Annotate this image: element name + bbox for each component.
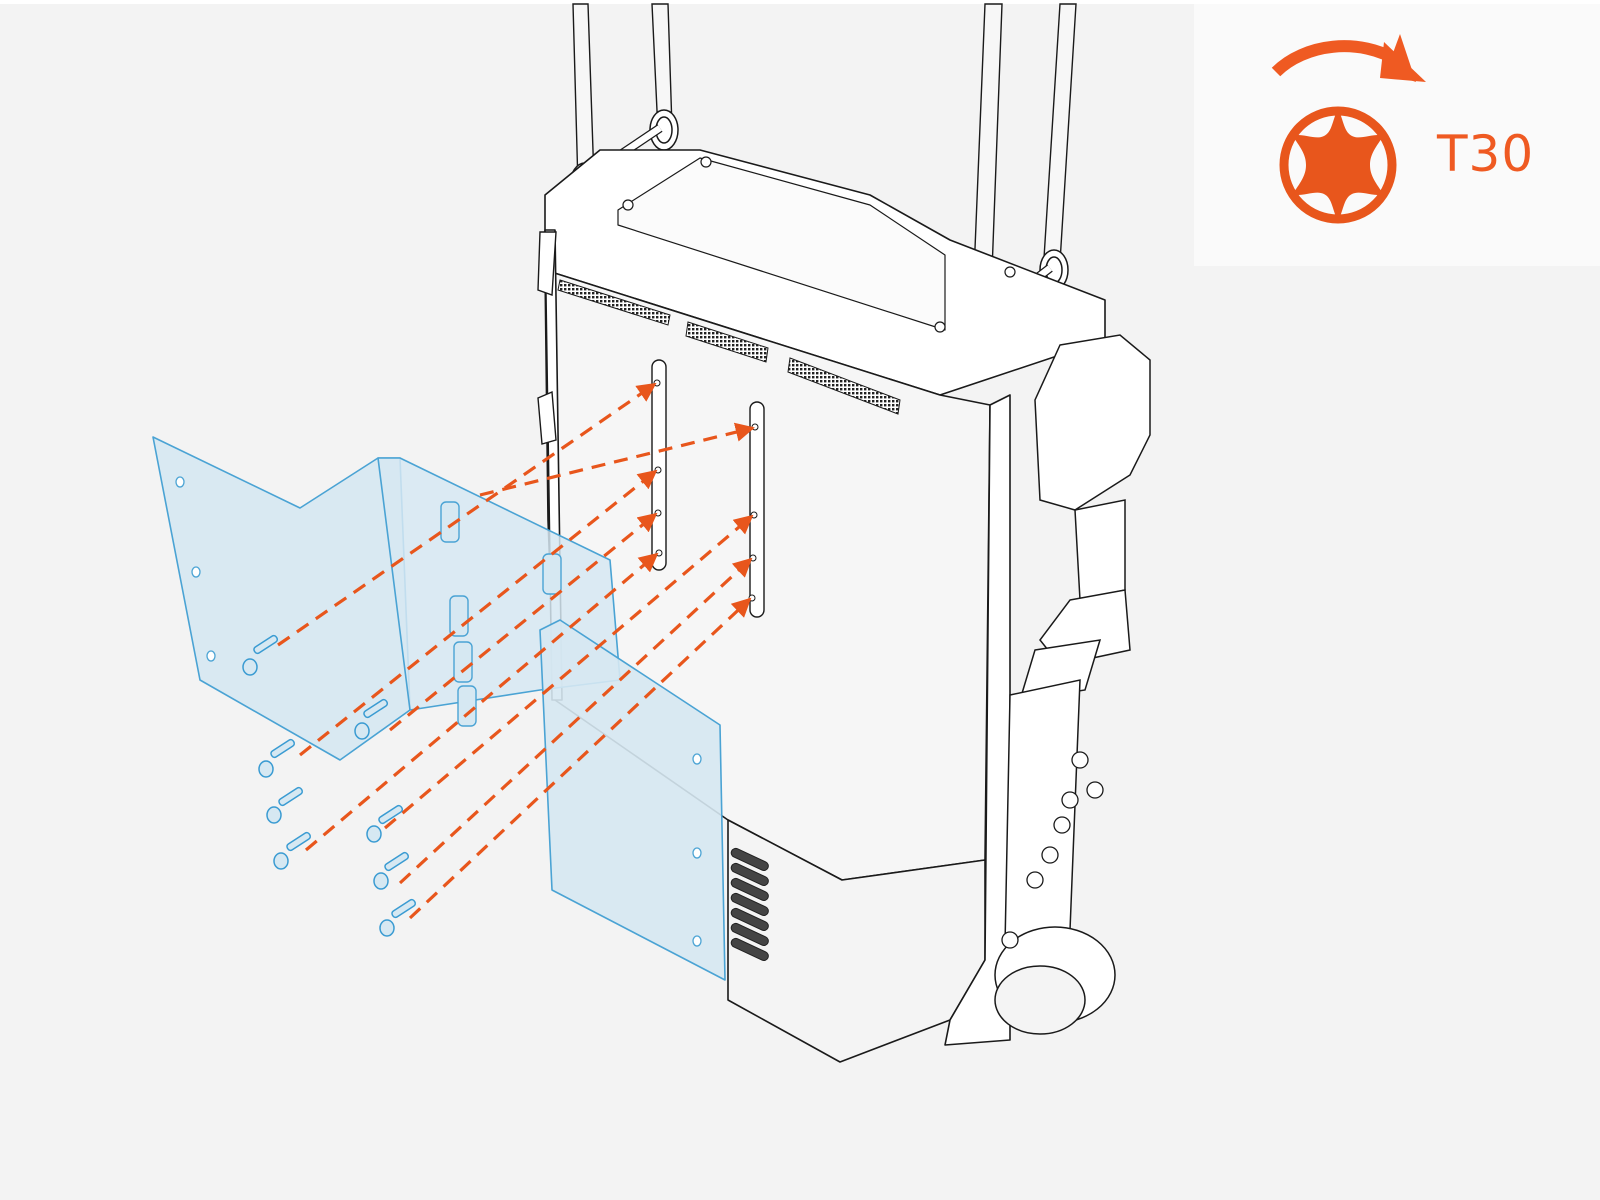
top-border xyxy=(0,0,1600,4)
lid-screws xyxy=(622,156,1016,333)
side-clamps xyxy=(537,231,557,445)
screw-6 xyxy=(366,804,404,843)
screw-7 xyxy=(373,851,410,890)
assembly-arrows xyxy=(277,382,755,920)
screw-3 xyxy=(258,738,296,778)
mounting-rail-right xyxy=(748,401,765,618)
mounting-rail-left xyxy=(651,359,667,571)
vent-slots xyxy=(730,847,769,962)
torx-driver-icon xyxy=(1279,106,1397,224)
side-piping-assembly xyxy=(994,334,1151,1035)
bracket-holes xyxy=(175,476,702,947)
pipe-fittings xyxy=(1001,751,1104,949)
screw-2 xyxy=(354,698,389,740)
screws xyxy=(242,634,417,937)
screw-4 xyxy=(266,786,304,824)
tool-badge-panel: T30 xyxy=(1194,4,1600,266)
clockwise-arrow-icon xyxy=(1271,34,1426,82)
screw-1 xyxy=(242,634,279,676)
screw-5 xyxy=(273,831,312,870)
tool-size-label: T30 xyxy=(1437,125,1535,183)
top-mesh-vents xyxy=(557,279,901,415)
mounting-bracket xyxy=(152,436,726,981)
bracket-slots xyxy=(440,501,562,727)
screw-8 xyxy=(379,898,417,937)
